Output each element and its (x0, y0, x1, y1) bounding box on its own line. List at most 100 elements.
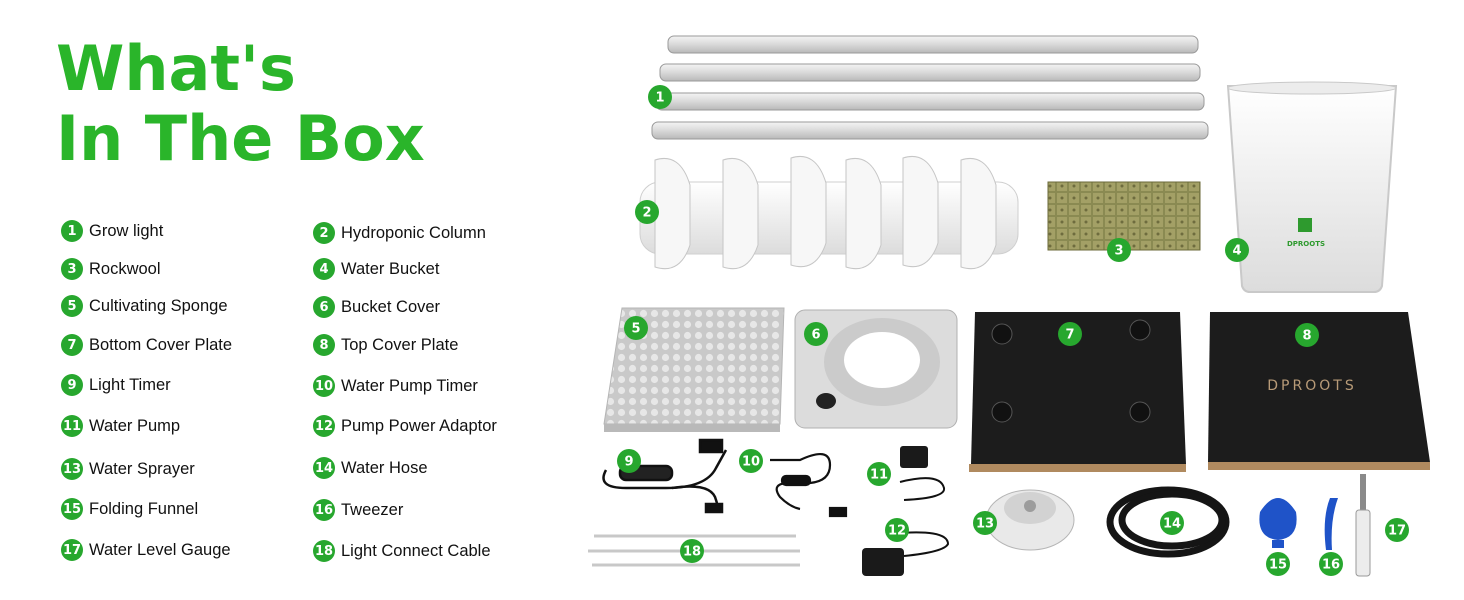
callout-number-14: 14 (1160, 511, 1184, 535)
callout-number-text: 12 (888, 524, 906, 539)
item-label: Rockwool (89, 259, 161, 278)
item-label: Tweezer (341, 500, 404, 519)
list-item: 7 Bottom Cover Plate (61, 333, 232, 357)
water-pump (899, 446, 946, 501)
item-label: Water Bucket (341, 259, 440, 278)
item-number-badge: 10 (313, 375, 335, 397)
item-number-badge: 16 (313, 499, 335, 521)
item-number-badge: 13 (61, 458, 83, 480)
list-item: 13 Water Sprayer (61, 457, 195, 481)
item-label: Bucket Cover (341, 297, 441, 316)
list-item: 10 Water Pump Timer (313, 374, 478, 398)
item-label: Cultivating Sponge (89, 296, 228, 315)
callout-number-text: 1 (655, 91, 664, 106)
item-label: Folding Funnel (89, 499, 199, 518)
list-item: 14 Water Hose (313, 456, 428, 480)
list-item: 8 Top Cover Plate (313, 333, 458, 357)
list-item: 15 Folding Funnel (61, 497, 198, 521)
callout-number-text: 16 (1322, 558, 1340, 573)
bucket-cover (794, 309, 958, 429)
folding-funnel (1259, 498, 1297, 548)
rockwool-cubes (1047, 181, 1201, 251)
item-number-badge: 18 (313, 540, 335, 562)
callout-number-text: 3 (1114, 244, 1123, 259)
callout-number-2: 2 (635, 200, 659, 224)
water-level-gauge (1355, 474, 1371, 577)
callout-number-18: 18 (680, 539, 704, 563)
callout-number-10: 10 (739, 449, 763, 473)
grow-light-tubes (651, 35, 1209, 140)
item-number-badge: 1 (61, 220, 83, 242)
callout-number-15: 15 (1266, 552, 1290, 576)
title-line-1: What's (56, 32, 296, 105)
item-number-badge: 4 (313, 258, 335, 280)
bucket-logo-icon (1298, 218, 1312, 232)
callout-number-4: 4 (1225, 238, 1249, 262)
item-label: Light Timer (89, 375, 171, 394)
item-number-badge: 15 (61, 498, 83, 520)
callout-number-text: 17 (1388, 524, 1406, 539)
callout-number-text: 2 (642, 206, 651, 221)
callout-number-text: 6 (811, 328, 820, 343)
item-label: Grow light (89, 221, 164, 240)
callout-number-text: 10 (742, 455, 760, 470)
item-number-badge: 9 (61, 374, 83, 396)
item-number-badge: 2 (313, 222, 335, 244)
callout-number-text: 18 (683, 545, 701, 560)
item-number-badge: 5 (61, 295, 83, 317)
tweezer (1324, 498, 1338, 550)
callout-number-13: 13 (973, 511, 997, 535)
title-line-2: In The Box (56, 102, 425, 175)
page-title: What's In The Box (56, 34, 425, 174)
bottom-cover-plate (969, 312, 1186, 472)
list-item: 17 Water Level Gauge (61, 538, 231, 562)
water-hose (1106, 486, 1230, 558)
callout-number-1: 1 (648, 85, 672, 109)
callout-number-text: 14 (1163, 517, 1181, 532)
list-item: 5 Cultivating Sponge (61, 294, 228, 318)
callout-number-text: 8 (1302, 329, 1311, 344)
item-label: Bottom Cover Plate (89, 335, 233, 354)
item-label: Pump Power Adaptor (341, 416, 497, 435)
item-label: Hydroponic Column (341, 223, 486, 242)
cultivating-sponge (603, 307, 785, 432)
hydroponic-column (639, 156, 1019, 270)
item-label: Water Pump Timer (341, 376, 478, 395)
list-item: 12 Pump Power Adaptor (313, 414, 497, 438)
callout-number-6: 6 (804, 322, 828, 346)
item-number-badge: 3 (61, 258, 83, 280)
callout-number-text: 11 (870, 468, 888, 483)
list-item: 3 Rockwool (61, 257, 161, 281)
item-label: Water Pump (89, 416, 181, 435)
list-item: 2 Hydroponic Column (313, 221, 486, 245)
list-item: 1 Grow light (61, 219, 163, 243)
list-item: 6 Bucket Cover (313, 295, 440, 319)
bucket-brand-text: DPROOTS (1287, 240, 1325, 248)
callout-number-8: 8 (1295, 323, 1319, 347)
item-number-badge: 12 (313, 415, 335, 437)
light-timer-cable (602, 438, 728, 514)
item-label: Water Level Gauge (89, 540, 231, 559)
list-item: 18 Light Connect Cable (313, 539, 491, 563)
list-item: 9 Light Timer (61, 373, 171, 397)
item-number-badge: 14 (313, 457, 335, 479)
callout-number-12: 12 (885, 518, 909, 542)
callout-number-text: 15 (1269, 558, 1287, 573)
list-item: 11 Water Pump (61, 414, 180, 438)
water-pump-timer-cable (770, 453, 848, 518)
pump-power-adaptor (862, 531, 950, 576)
callout-number-text: 9 (624, 455, 633, 470)
top-cover-plate: DPROOTS (1208, 312, 1430, 470)
item-number-badge: 11 (61, 415, 83, 437)
callout-number-5: 5 (624, 316, 648, 340)
item-number-badge: 7 (61, 334, 83, 356)
callout-number-text: 4 (1232, 244, 1241, 259)
water-bucket: DPROOTS (1226, 81, 1398, 293)
list-item: 16 Tweezer (313, 498, 403, 522)
callout-number-11: 11 (867, 462, 891, 486)
callout-number-text: 13 (976, 517, 994, 532)
item-label: Water Hose (341, 458, 428, 477)
list-item: 4 Water Bucket (313, 257, 439, 281)
item-label: Light Connect Cable (341, 541, 491, 560)
